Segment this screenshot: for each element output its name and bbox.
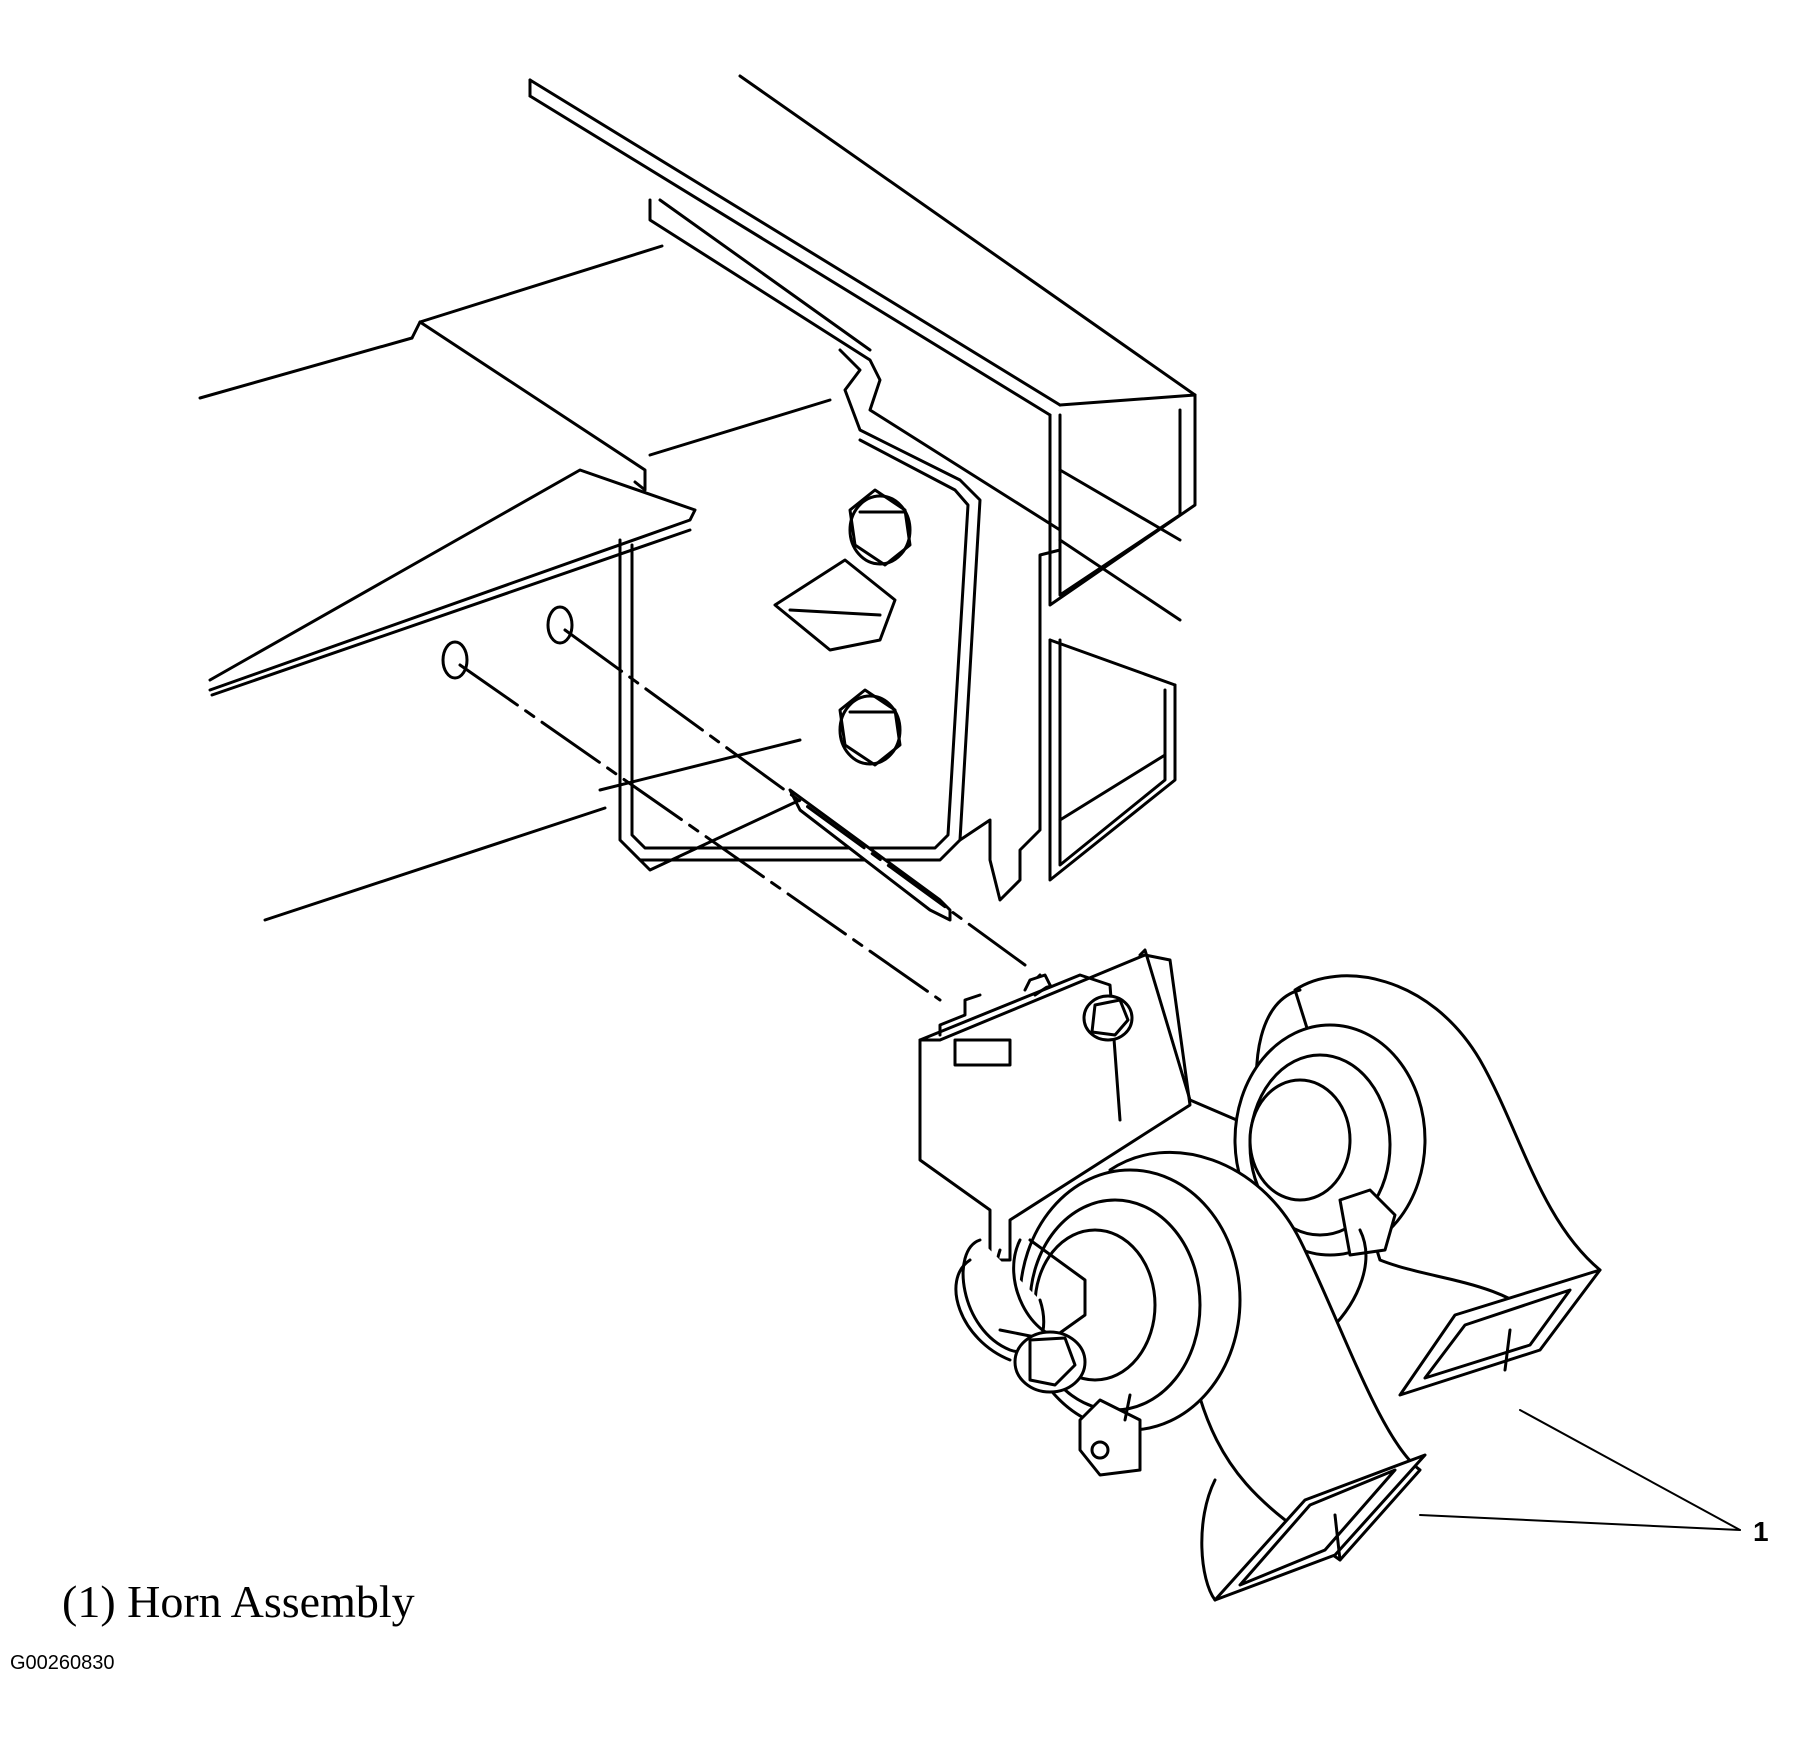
electrical-connector [1328,1188,1397,1332]
bracket-bolt [1082,994,1134,1042]
locator-tab [773,558,897,652]
frame-rail [528,74,1197,882]
callout-number: 1 [1753,1516,1769,1547]
callout-leaders [1419,1409,1741,1531]
rear-horn [1233,974,1602,1397]
figure-id: G00260830 [10,1652,115,1674]
crossmember [198,244,832,922]
horn-terminal [1078,1393,1142,1477]
upper-bolt [848,488,912,567]
legend-horn-assembly: (1) Horn Assembly [62,1576,415,1627]
lower-bolt [838,688,902,767]
mounting-plate [618,198,1062,922]
mounting-holes [441,605,1027,1002]
horn-pivot [954,1238,1087,1394]
